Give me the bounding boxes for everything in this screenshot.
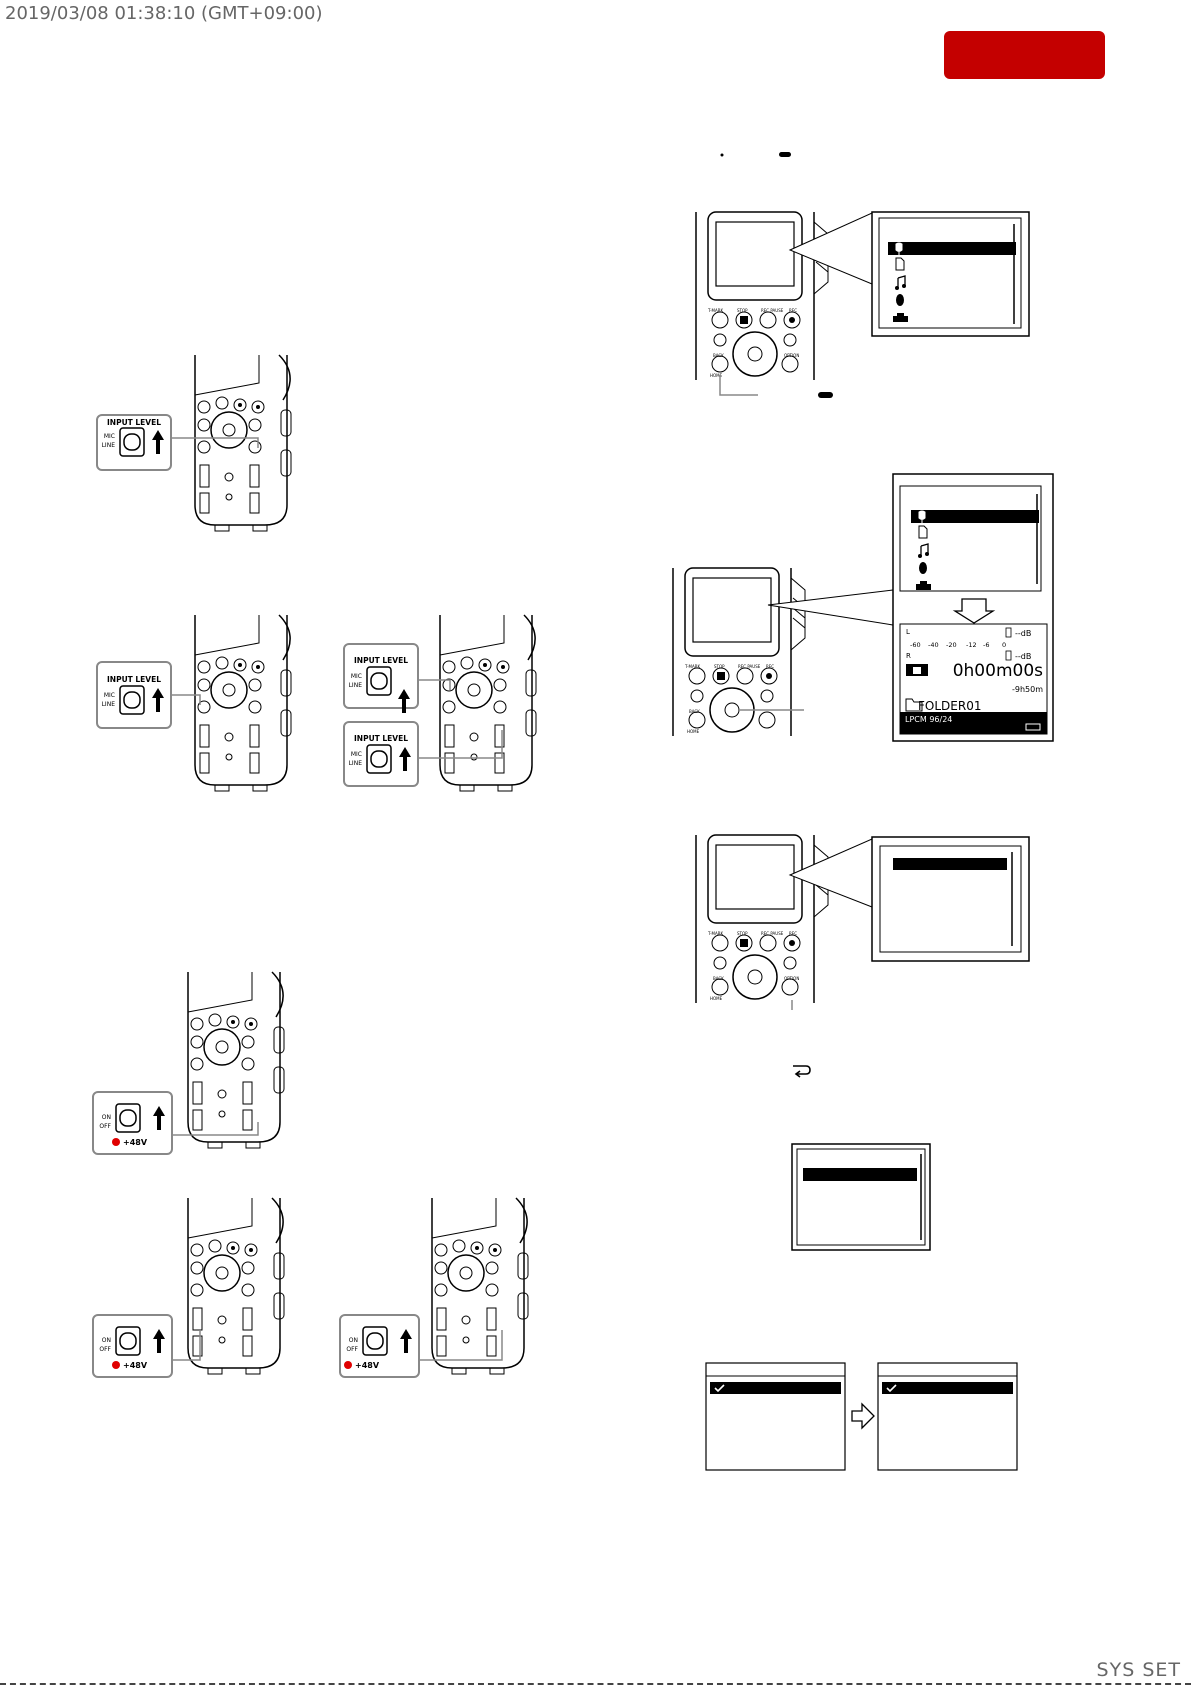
figure-check-screens bbox=[705, 1362, 1018, 1471]
svg-text:OPTION: OPTION bbox=[784, 976, 799, 981]
svg-text:REC: REC bbox=[766, 664, 774, 669]
callout-input-level-1: INPUT LEVEL MIC LINE bbox=[96, 414, 259, 471]
figure-rec-screen: T-MARK STOP REC PAUSE REC BACK HOME L R … bbox=[672, 473, 1054, 742]
svg-text:0h00m00s: 0h00m00s bbox=[953, 661, 1043, 681]
svg-text:LINE: LINE bbox=[102, 701, 116, 708]
figure-option-menu: T-MARK STOP REC PAUSE REC BACK HOME OPTI… bbox=[695, 834, 1030, 1010]
inline-glyphs bbox=[720, 152, 791, 157]
svg-text:-9h50m: -9h50m bbox=[1012, 685, 1043, 694]
figure-input-level-3 bbox=[439, 614, 537, 792]
svg-text:FOLDER01: FOLDER01 bbox=[918, 699, 981, 713]
svg-text:LINE: LINE bbox=[349, 760, 363, 767]
svg-text:INPUT LEVEL: INPUT LEVEL bbox=[354, 656, 408, 665]
svg-text:-12: -12 bbox=[966, 641, 977, 649]
svg-text:-6: -6 bbox=[983, 641, 989, 649]
svg-text:BACK: BACK bbox=[713, 976, 724, 981]
footer-code: SYS SET bbox=[1096, 1659, 1181, 1681]
svg-text:ON: ON bbox=[102, 1337, 111, 1344]
svg-text:ON: ON bbox=[349, 1337, 358, 1344]
svg-text:+48V: +48V bbox=[123, 1138, 148, 1147]
svg-text:MIC: MIC bbox=[351, 751, 362, 758]
svg-text:+48V: +48V bbox=[123, 1361, 148, 1370]
svg-text:LPCM 96/24: LPCM 96/24 bbox=[905, 715, 952, 724]
print-timestamp: 2019/03/08 01:38:10 (GMT+09:00) bbox=[5, 3, 323, 24]
svg-text:REC: REC bbox=[789, 308, 797, 313]
figure-home-menu: T-MARK STOP REC PAUSE REC BACK HOME OPTI… bbox=[695, 211, 1030, 398]
svg-text:REC: REC bbox=[789, 931, 797, 936]
figure-list-screen bbox=[791, 1143, 931, 1251]
svg-text:BACK: BACK bbox=[689, 709, 700, 714]
callout-input-level-line: INPUT LEVEL MIC LINE bbox=[343, 721, 503, 787]
section-tab bbox=[944, 31, 1105, 79]
svg-text:INPUT LEVEL: INPUT LEVEL bbox=[107, 418, 161, 427]
svg-text:LINE: LINE bbox=[102, 442, 116, 449]
callout-input-level-mic: INPUT LEVEL MIC LINE bbox=[343, 643, 451, 713]
svg-text:INPUT LEVEL: INPUT LEVEL bbox=[354, 734, 408, 743]
svg-text:-60: -60 bbox=[910, 641, 921, 649]
svg-text:R: R bbox=[906, 652, 911, 660]
figure-phantom-1 bbox=[187, 971, 285, 1149]
svg-text:ON: ON bbox=[102, 1114, 111, 1121]
svg-text:0: 0 bbox=[1002, 641, 1006, 649]
svg-text:L: L bbox=[906, 628, 910, 636]
svg-text:REC PAUSE: REC PAUSE bbox=[761, 308, 784, 313]
figure-phantom-2 bbox=[187, 1197, 285, 1375]
svg-text:-20: -20 bbox=[946, 641, 957, 649]
callout-phantom-3: ON OFF +48V bbox=[339, 1314, 503, 1378]
footer-rule bbox=[0, 1683, 1191, 1685]
svg-text:STOP: STOP bbox=[737, 931, 748, 936]
svg-text:+48V: +48V bbox=[355, 1361, 380, 1370]
svg-text:LINE: LINE bbox=[349, 682, 363, 689]
svg-text:T-MARK: T-MARK bbox=[707, 931, 723, 936]
svg-text:HOME: HOME bbox=[710, 996, 723, 1001]
svg-text:OPTION: OPTION bbox=[784, 353, 799, 358]
callout-phantom-2: ON OFF +48V bbox=[92, 1314, 201, 1378]
callout-phantom-1: ON OFF +48V bbox=[92, 1091, 259, 1155]
return-icon bbox=[793, 1065, 811, 1078]
svg-text:OFF: OFF bbox=[346, 1346, 358, 1353]
svg-text:T-MARK: T-MARK bbox=[707, 308, 723, 313]
svg-text:STOP: STOP bbox=[714, 664, 725, 669]
svg-text:INPUT LEVEL: INPUT LEVEL bbox=[107, 675, 161, 684]
svg-text:REC PAUSE: REC PAUSE bbox=[761, 931, 784, 936]
svg-text:BACK: BACK bbox=[713, 353, 724, 358]
svg-text:T-MARK: T-MARK bbox=[684, 664, 700, 669]
svg-text:--dB: --dB bbox=[1015, 652, 1031, 661]
figure-input-level-2 bbox=[194, 614, 292, 792]
svg-text:OFF: OFF bbox=[99, 1123, 111, 1130]
svg-text:--dB: --dB bbox=[1015, 629, 1031, 638]
svg-text:HOME: HOME bbox=[710, 373, 723, 378]
svg-text:HOME: HOME bbox=[687, 729, 700, 734]
svg-text:MIC: MIC bbox=[104, 692, 115, 699]
svg-text:STOP: STOP bbox=[737, 308, 748, 313]
svg-text:-40: -40 bbox=[928, 641, 939, 649]
figure-input-level-1 bbox=[194, 354, 292, 532]
svg-text:MIC: MIC bbox=[104, 433, 115, 440]
svg-text:REC PAUSE: REC PAUSE bbox=[738, 664, 761, 669]
svg-text:MIC: MIC bbox=[351, 673, 362, 680]
figure-phantom-3 bbox=[431, 1197, 529, 1375]
svg-text:OFF: OFF bbox=[99, 1346, 111, 1353]
callout-input-level-2: INPUT LEVEL MIC LINE bbox=[96, 661, 201, 729]
